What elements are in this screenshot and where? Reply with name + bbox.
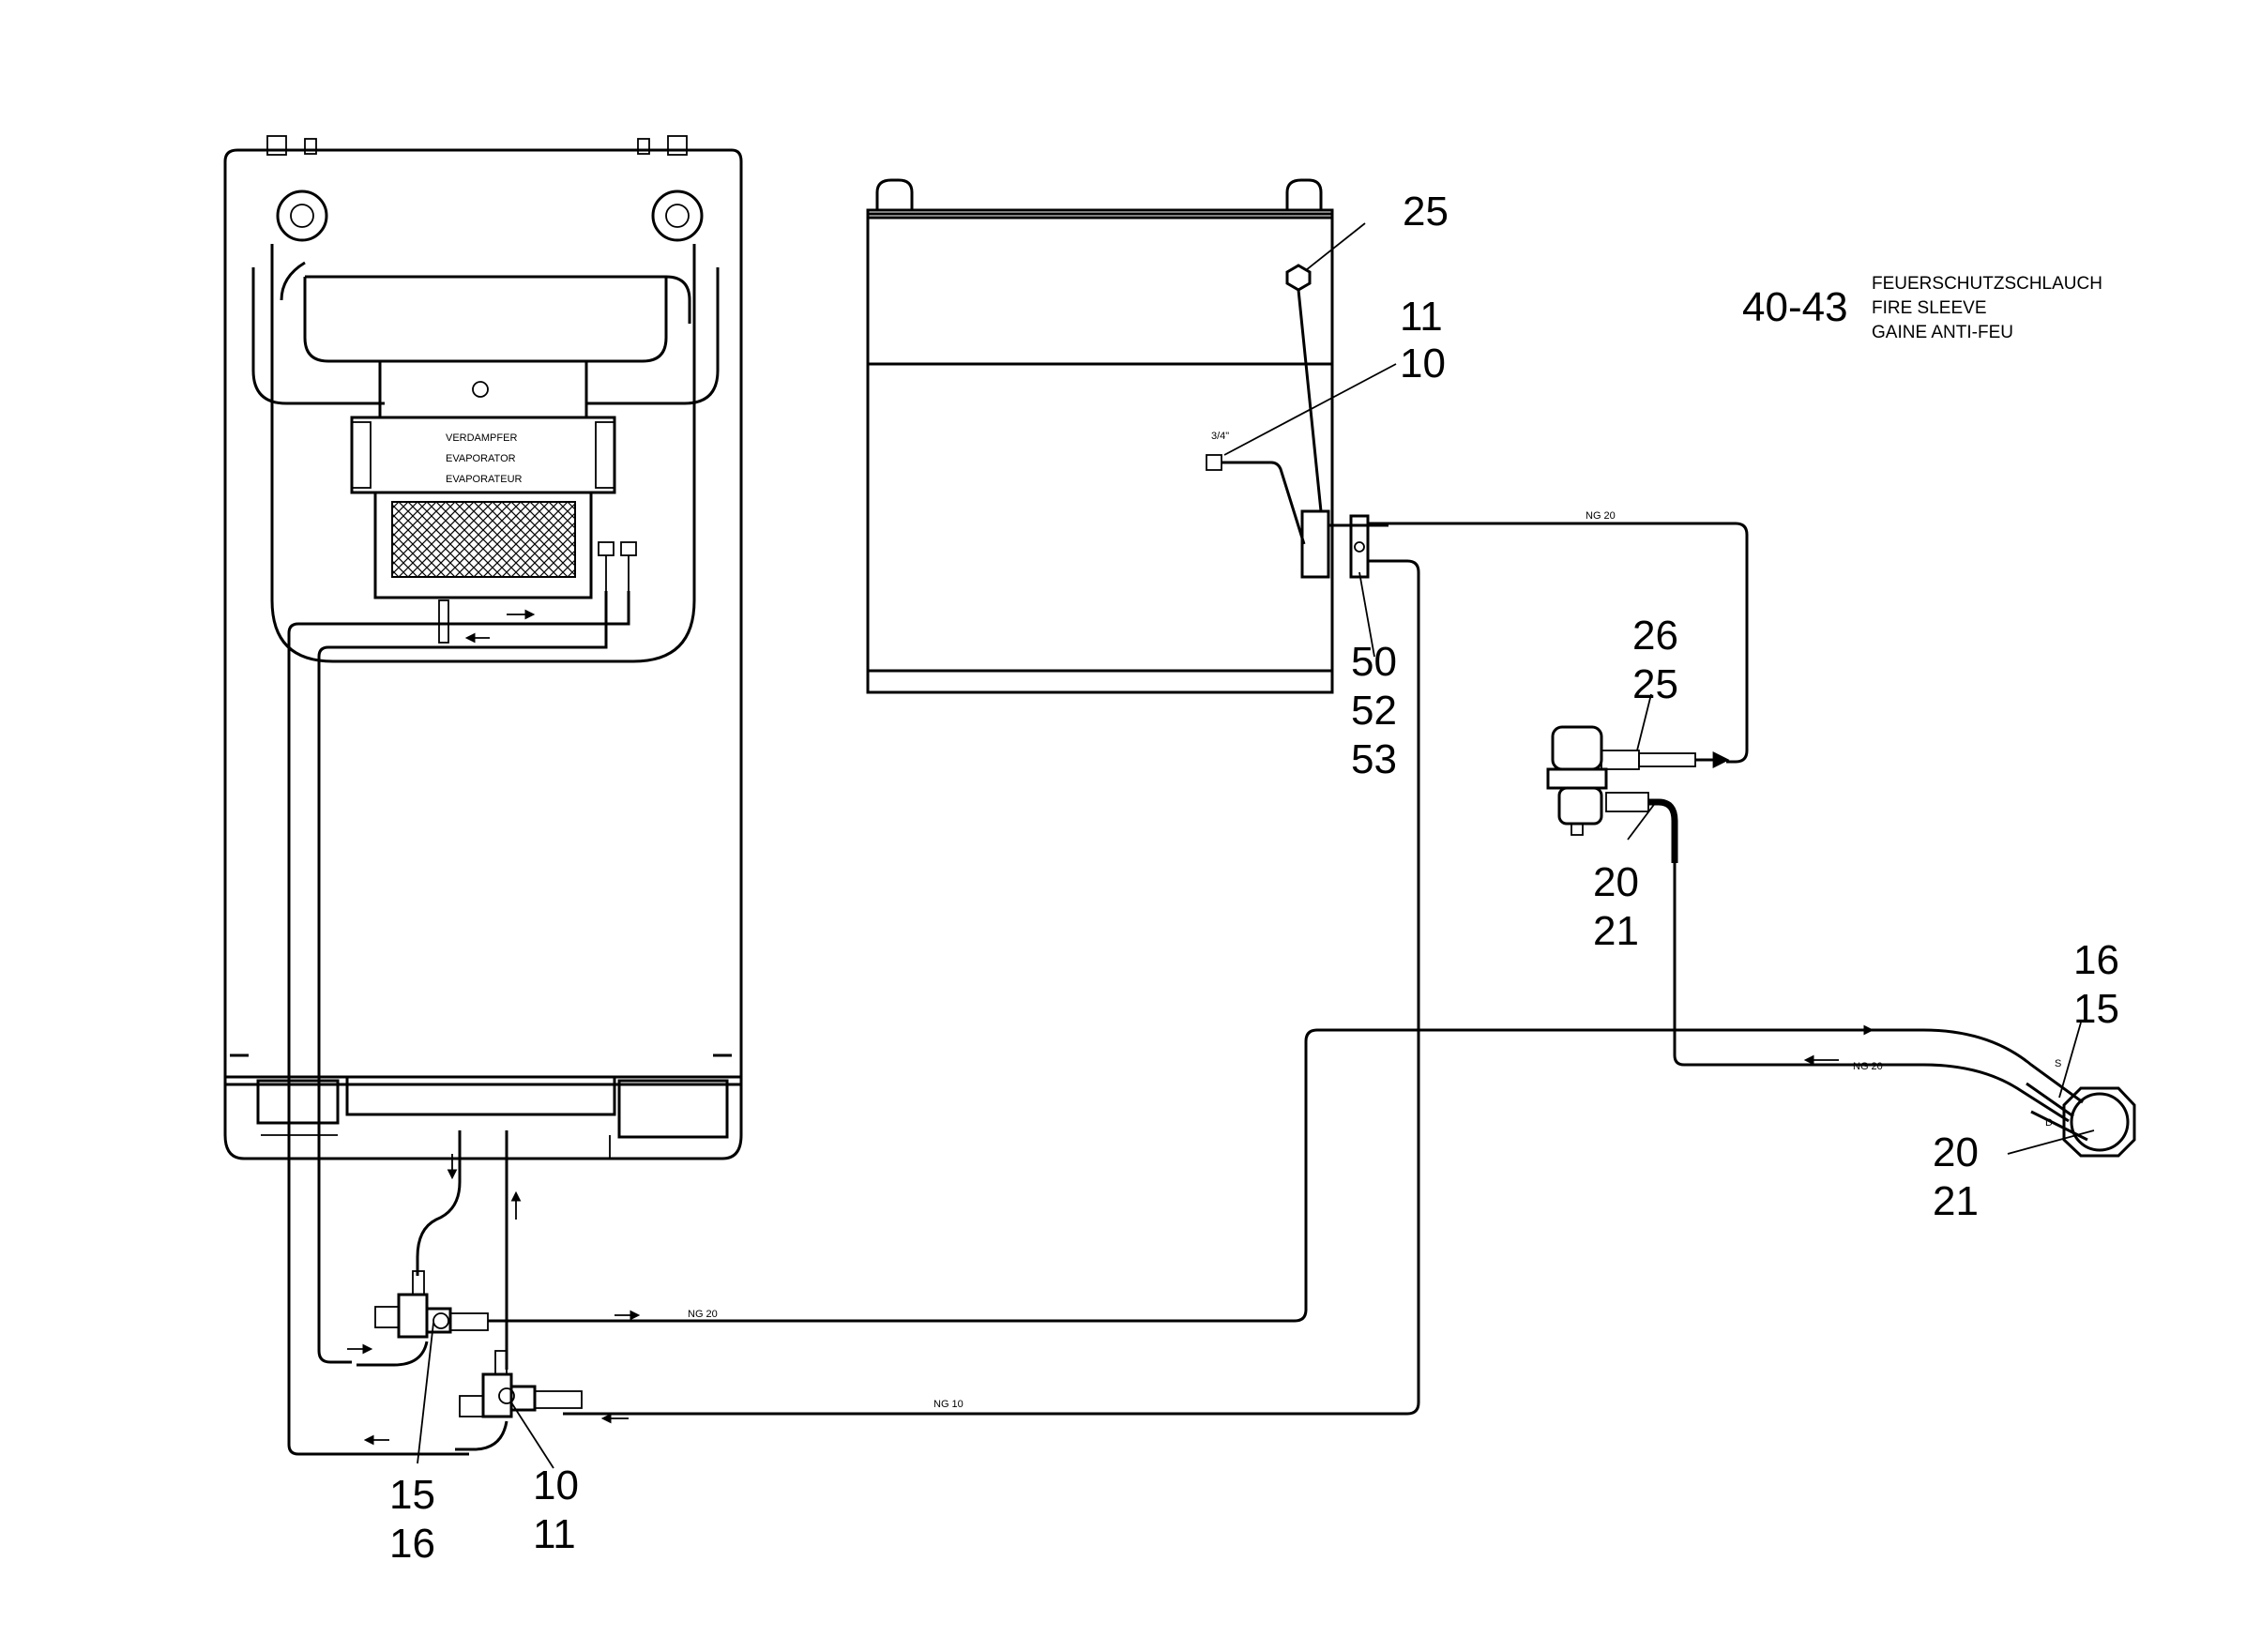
evaporator-unit: VERDAMPFER EVAPORATOR EVAPORATEUR	[223, 135, 743, 1160]
service-valve-right	[455, 1350, 583, 1451]
compressor: S D	[2026, 1058, 2136, 1158]
fire-sleeve-part-no: 40-43	[1742, 284, 1848, 330]
callout-bracket-2: 52	[1351, 688, 1397, 734]
hose-size-compressor-return: NG 20	[1853, 1061, 1883, 1072]
fire-sleeve-text-en: FIRE SLEEVE	[1872, 298, 1987, 318]
fire-sleeve-text-de: FEUERSCHUTZSCHLAUCH	[1872, 274, 2102, 294]
hose-size-valve-compressor: NG 20	[688, 1309, 718, 1320]
callout-tank-fitting-1: 11	[1400, 294, 1443, 340]
fitting-size-label: 3/4"	[1211, 431, 1229, 442]
callout-drier-top-1: 26	[1632, 613, 1678, 659]
callouts: 25 11 10 50 52 53 26 25 20 21 16 15 20 2…	[389, 189, 2119, 1567]
receiver-tank: 3/4"	[866, 178, 1388, 694]
callout-tank-top: 25	[1403, 189, 1449, 235]
callout-valve-left-1: 15	[389, 1472, 435, 1518]
callout-compressor-top-2: 15	[2073, 986, 2119, 1032]
callout-drier-top-2: 25	[1632, 661, 1678, 707]
callout-valve-right-1: 10	[533, 1463, 579, 1508]
hose-size-tank-drier: NG 20	[1586, 510, 1616, 522]
leader-lines	[417, 222, 2095, 1469]
callout-drier-bottom-1: 20	[1593, 859, 1639, 905]
fire-sleeve-text-fr: GAINE ANTI-FEU	[1872, 323, 2013, 342]
evaporator-label-de: VERDAMPFER	[446, 432, 517, 444]
evaporator-label-en: EVAPORATOR	[446, 453, 516, 464]
callout-valve-right-2: 11	[533, 1511, 576, 1557]
fire-sleeve-note: 40-43 FEUERSCHUTZSCHLAUCH FIRE SLEEVE GA…	[1742, 274, 2102, 342]
port-discharge-label: D	[2045, 1117, 2053, 1129]
tank-lines: NG 20 NG 10	[563, 510, 1749, 1424]
valve-compressor-line: NG 20	[488, 1024, 2084, 1323]
callout-drier-bottom-2: 21	[1593, 908, 1639, 954]
service-valve-left	[357, 1270, 489, 1367]
port-suction-label: S	[2055, 1058, 2061, 1069]
callout-bracket-1: 50	[1351, 639, 1397, 685]
evaporator-lines	[287, 591, 630, 1456]
callout-compressor-bottom-1: 20	[1933, 1129, 1979, 1175]
callout-tank-fitting-2: 10	[1400, 341, 1446, 386]
filter-drier: NG 20	[1546, 725, 2070, 1123]
callout-valve-left-2: 16	[389, 1521, 435, 1567]
callout-bracket-3: 53	[1351, 736, 1397, 782]
evaporator-label-fr: EVAPORATEUR	[446, 474, 523, 485]
callout-compressor-top-1: 16	[2073, 937, 2119, 983]
callout-compressor-bottom-2: 21	[1933, 1178, 1979, 1224]
hose-size-valve-tank: NG 10	[933, 1399, 964, 1410]
